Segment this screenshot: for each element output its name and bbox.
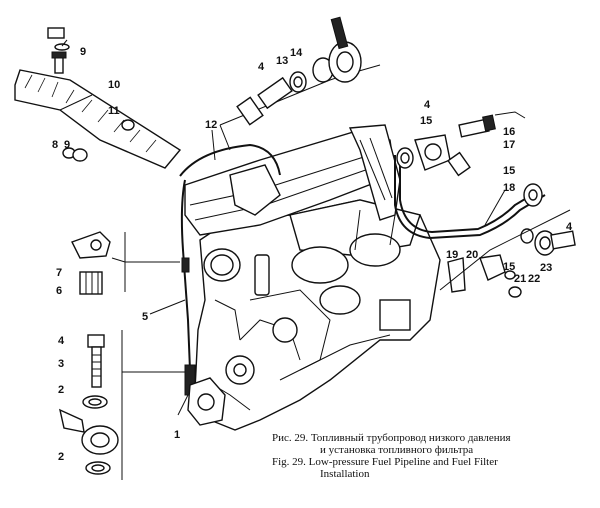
callout-13: 13	[276, 55, 288, 67]
callout-17: 17	[503, 139, 515, 151]
callout-15-right: 15	[503, 165, 515, 177]
caption-ru-line-1: Рис. 29. Топливный трубопровод низкого д…	[272, 432, 511, 444]
callout-5: 5	[142, 311, 148, 323]
callout-6: 6	[56, 285, 62, 297]
callout-10: 10	[108, 79, 120, 91]
banjo-detail-left	[59, 330, 185, 480]
leader-lines	[59, 39, 506, 416]
cylinder-head	[184, 124, 401, 236]
banjo-detail-right-lower	[439, 183, 576, 298]
callout-9-lower: 9	[64, 139, 70, 151]
callout-labels: 1 2 2 3 4 4 4 4 5 6 7 8 9 9 10 11 12 13 …	[52, 46, 573, 463]
callout-4-left: 4	[58, 335, 65, 347]
fuel-pump	[187, 377, 226, 426]
callout-4-right-upper: 4	[424, 99, 431, 111]
banjo-detail-right	[396, 111, 526, 177]
callout-2-upper: 2	[58, 384, 64, 396]
callout-14: 14	[290, 47, 303, 59]
bracket-assembly	[14, 27, 182, 169]
fuel-pipeline	[179, 143, 546, 396]
callout-4-right-lower: 4	[566, 221, 573, 233]
callout-8: 8	[52, 139, 58, 151]
callout-22: 22	[528, 273, 540, 285]
callout-15-upper: 15	[420, 115, 432, 127]
engine-block	[194, 199, 441, 431]
caption-en-line-1: Fig. 29. Low-pressure Fuel Pipeline and …	[272, 456, 498, 468]
callout-20: 20	[466, 249, 478, 261]
callout-16: 16	[503, 126, 515, 138]
caption-ru-line-2: и установка топливного фильтра	[320, 444, 474, 456]
callout-23: 23	[540, 262, 552, 274]
callout-1: 1	[174, 429, 180, 441]
callout-19: 19	[446, 249, 458, 261]
callout-11: 11	[108, 105, 120, 117]
banjo-detail-top	[219, 16, 381, 151]
callout-18: 18	[503, 182, 515, 194]
callout-4-top: 4	[258, 61, 265, 73]
callout-9-upper: 9	[80, 46, 86, 58]
caption-en-line-2: Installation	[320, 468, 370, 480]
callout-2-lower: 2	[58, 451, 64, 463]
callout-12: 12	[205, 119, 217, 131]
callout-15-lower: 15	[503, 261, 515, 273]
callout-7: 7	[56, 267, 62, 279]
clamp-detail	[71, 231, 180, 295]
callout-3: 3	[58, 358, 64, 370]
figure-caption: Рис. 29. Топливный трубопровод низкого д…	[272, 432, 592, 480]
callout-21: 21	[514, 273, 526, 285]
